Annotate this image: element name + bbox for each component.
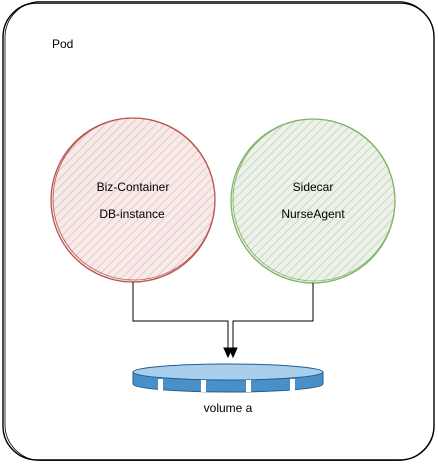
connector-biz-to-volume: [132, 282, 233, 359]
arrowhead-icon: [228, 347, 238, 359]
volume-a-disk: [132, 363, 324, 393]
pod-label: Pod: [52, 37, 73, 51]
sidecar-node: Sidecar NurseAgent: [230, 118, 396, 284]
volume-a-label: volume a: [204, 401, 253, 415]
db-instance-label: DB-instance: [99, 207, 165, 221]
sidecar-label: Sidecar: [293, 180, 334, 194]
biz-container-node: Biz-Container DB-instance: [50, 117, 216, 283]
connector-sidecar-to-volume: [228, 283, 314, 359]
nurse-agent-label: NurseAgent: [281, 207, 345, 221]
biz-container-label: Biz-Container: [97, 180, 170, 194]
